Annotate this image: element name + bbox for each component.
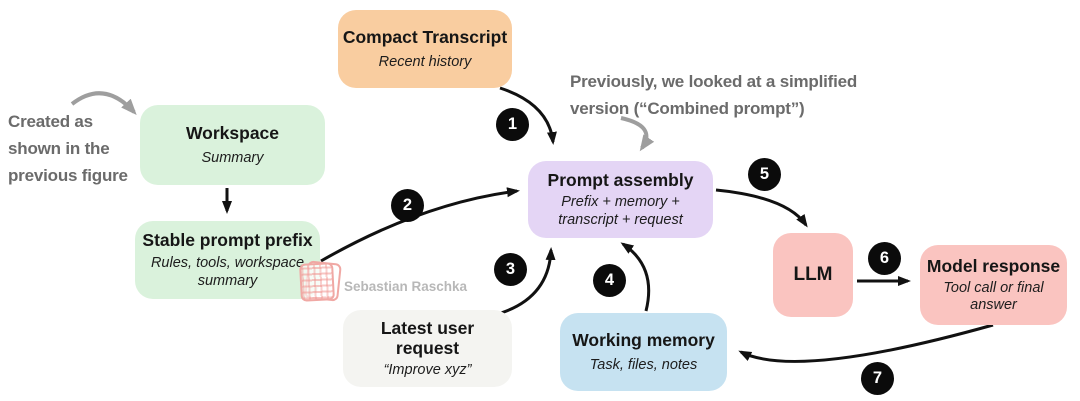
annotation-created-as-line2: shown in the bbox=[8, 139, 110, 158]
stable-prompt-prefix-title: Stable prompt prefix bbox=[142, 230, 313, 251]
arrow-5-assembly-to-llm bbox=[715, 188, 808, 228]
annotation-previously-line1: Previously, we looked at a simplified bbox=[570, 72, 858, 91]
compact-transcript-subtitle: Recent history bbox=[378, 54, 472, 70]
annotation-created-as-line3: previous figure bbox=[8, 166, 128, 185]
model-response-subtitle: Tool call or final answer bbox=[943, 279, 1044, 314]
step-badge-7: 7 bbox=[861, 362, 894, 395]
stamp-icon bbox=[299, 260, 342, 302]
workspace-subtitle: Summary bbox=[201, 150, 264, 166]
latest-user-request-box: Latest user request “Improve xyz” bbox=[343, 310, 512, 387]
working-memory-title: Working memory bbox=[572, 329, 715, 350]
model-response-title: Model response bbox=[926, 255, 1061, 276]
annotation-created-as-line1: Created as bbox=[8, 112, 93, 131]
step-badge-2: 2 bbox=[391, 189, 424, 222]
latest-user-request-title: Latest user request bbox=[380, 318, 475, 359]
working-memory-subtitle: Task, files, notes bbox=[589, 357, 698, 373]
watermark: Sebastian Raschka bbox=[299, 260, 468, 302]
compact-transcript-box: Compact Transcript Recent history bbox=[338, 10, 512, 88]
prompt-assembly-title: Prompt assembly bbox=[547, 170, 694, 191]
latest-user-request-subtitle: “Improve xyz” bbox=[383, 361, 472, 378]
step-badge-4: 4 bbox=[593, 264, 626, 297]
annotation-previously: Previously, we looked at a simplified ve… bbox=[570, 68, 880, 122]
annotation-previously-line2: version (“Combined prompt”) bbox=[570, 99, 805, 118]
gray-arrow-previously bbox=[620, 116, 655, 152]
llm-box: LLM bbox=[773, 233, 853, 317]
step-badge-6: 6 bbox=[868, 242, 901, 275]
arrow-3-request-to-assembly bbox=[500, 247, 556, 315]
watermark-text: Sebastian Raschka bbox=[344, 279, 468, 294]
prompt-assembly-subtitle: Prefix + memory + transcript + request bbox=[558, 194, 683, 228]
step-badge-1: 1 bbox=[496, 108, 529, 141]
model-response-box: Model response Tool call or final answer bbox=[920, 245, 1067, 325]
step-badge-5: 5 bbox=[748, 158, 781, 191]
arrow-4-memory-to-assembly bbox=[620, 242, 651, 312]
arrow-7-response-to-memory bbox=[738, 323, 994, 363]
stable-prompt-prefix-box: Stable prompt prefix Rules, tools, works… bbox=[135, 221, 320, 299]
step-badge-3: 3 bbox=[494, 253, 527, 286]
working-memory-box: Working memory Task, files, notes bbox=[560, 313, 727, 391]
workspace-box: Workspace Summary bbox=[140, 105, 325, 185]
workspace-title: Workspace bbox=[185, 122, 280, 143]
prompt-assembly-box: Prompt assembly Prefix + memory + transc… bbox=[528, 161, 713, 238]
annotation-created-as: Created as shown in the previous figure bbox=[8, 108, 158, 189]
gray-arrow-created-as bbox=[70, 91, 137, 115]
arrow-1-transcript-to-assembly bbox=[499, 86, 557, 145]
stable-prompt-prefix-subtitle: Rules, tools, workspace summary bbox=[150, 255, 305, 289]
compact-transcript-title: Compact Transcript bbox=[342, 26, 508, 47]
llm-title: LLM bbox=[793, 264, 833, 286]
